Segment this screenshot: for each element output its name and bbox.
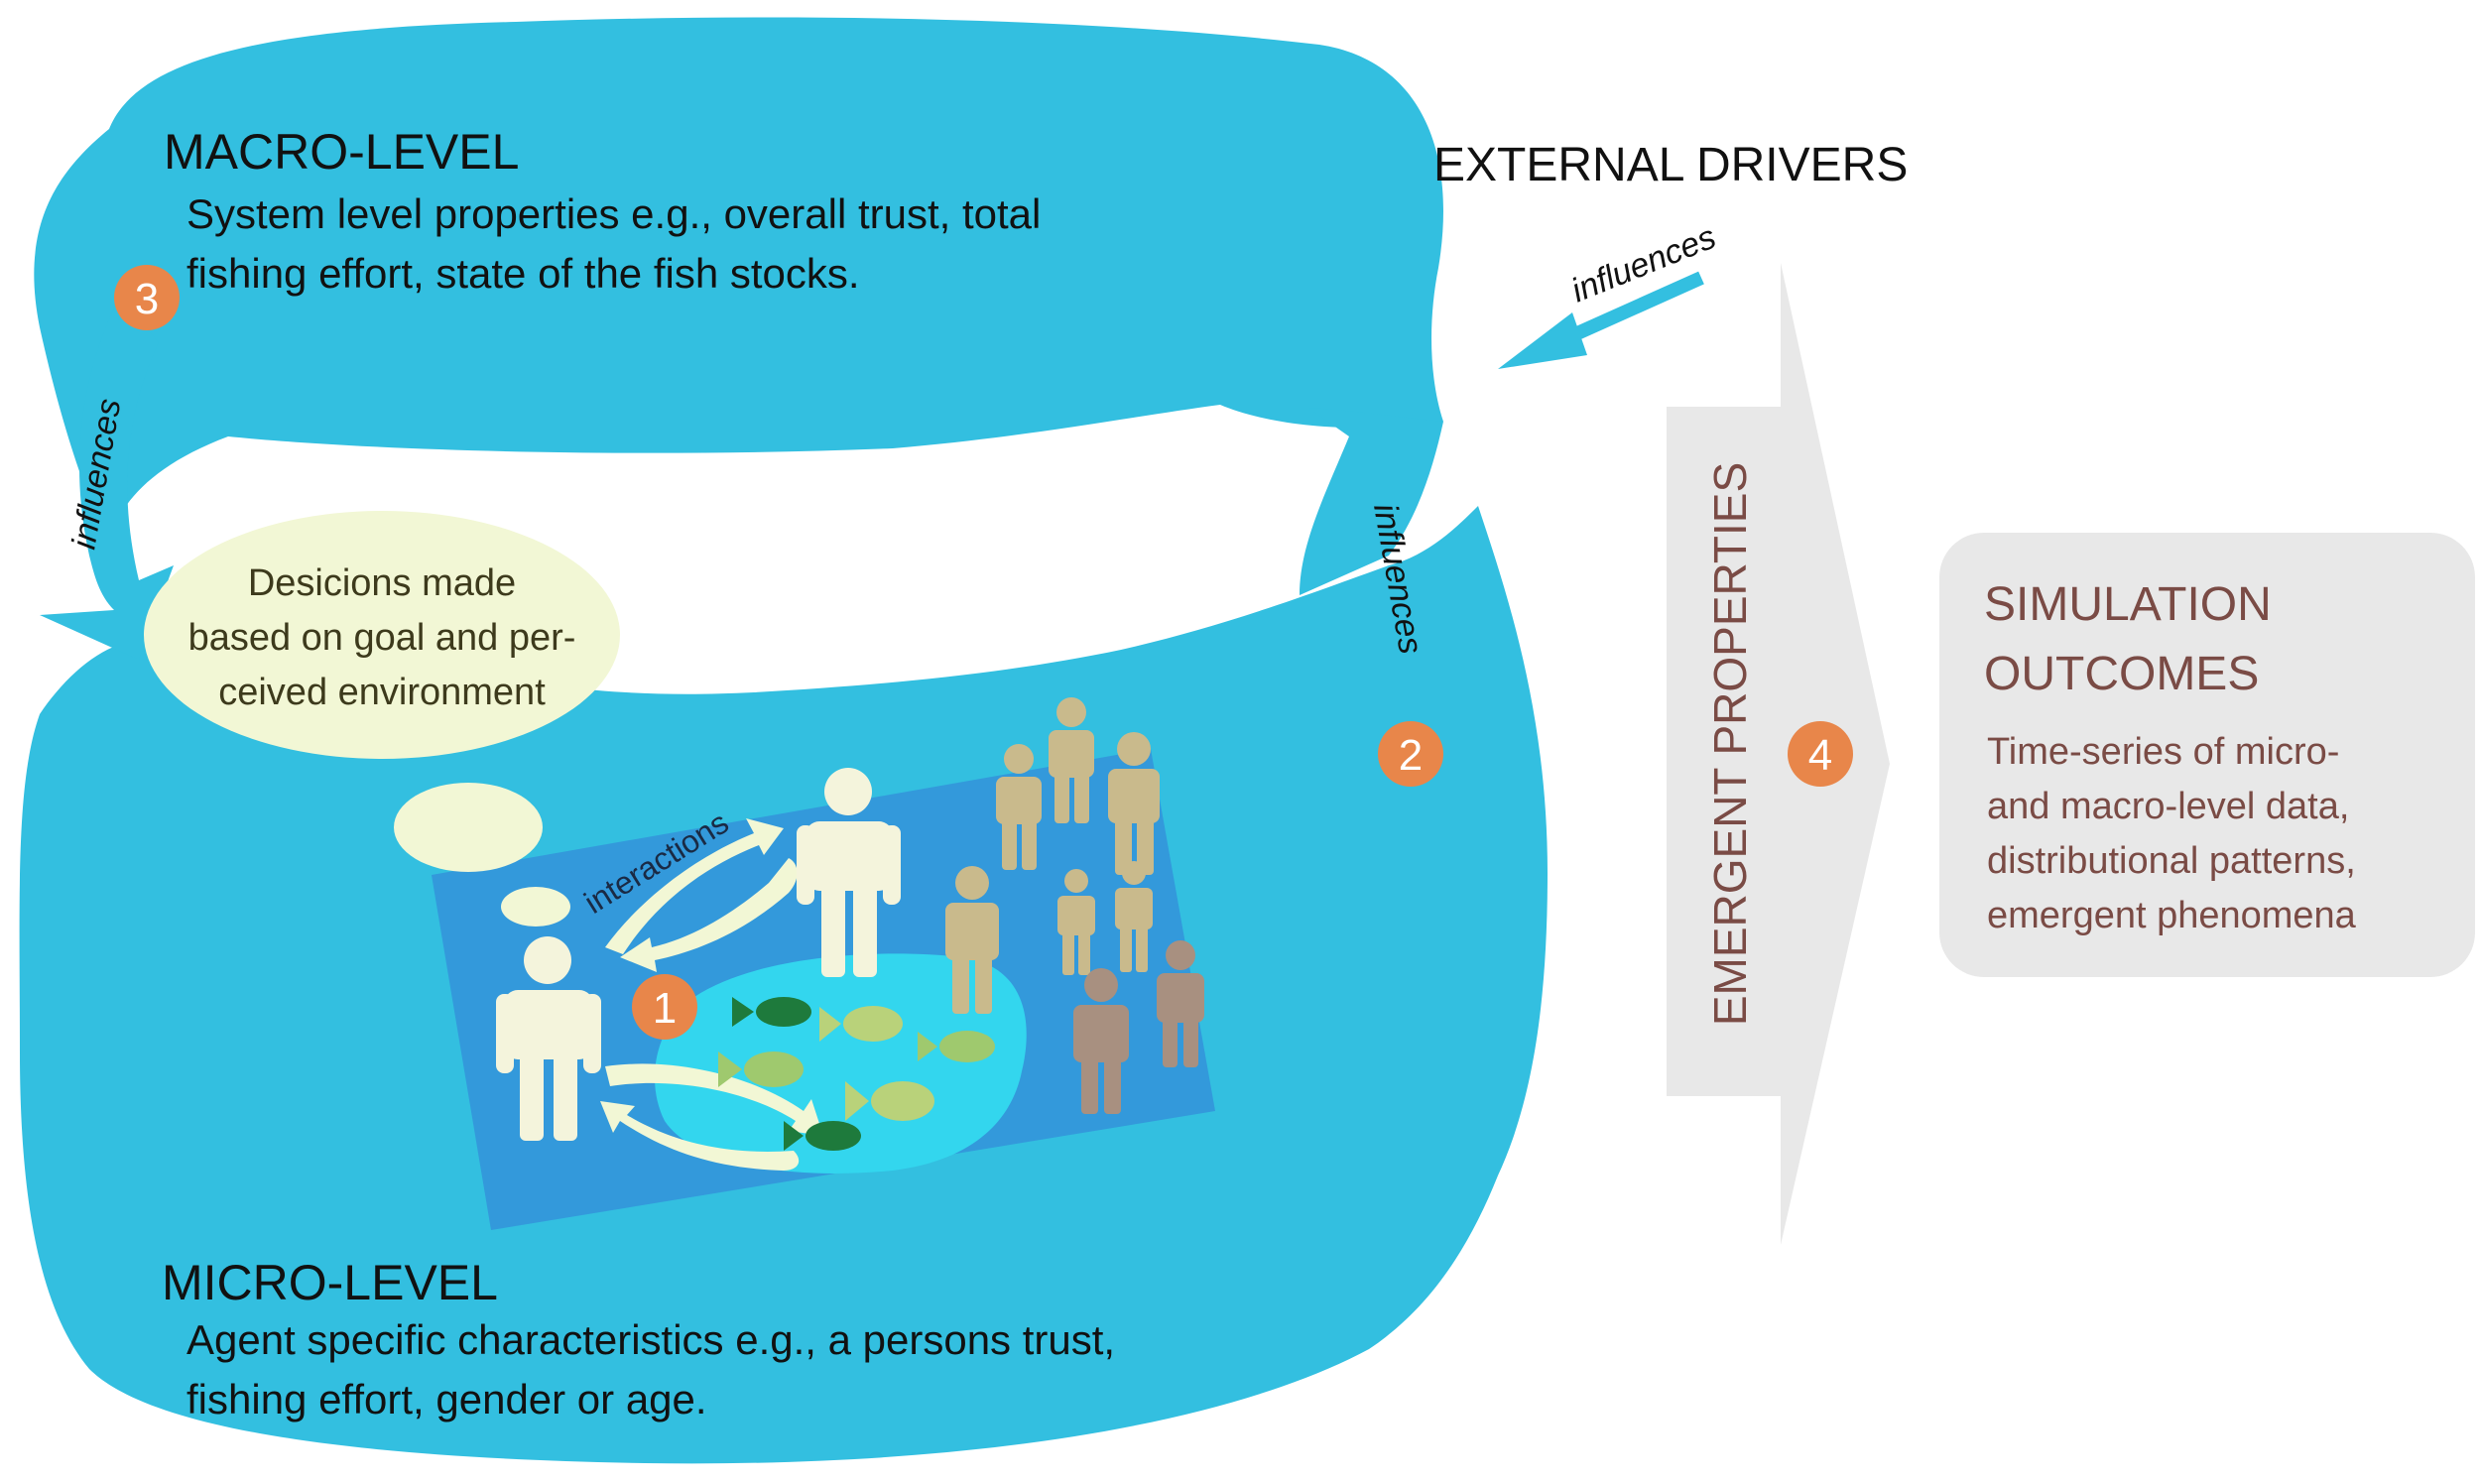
person-brown-1 <box>1073 968 1129 1114</box>
person-tan-1 <box>996 744 1042 870</box>
badge-2-label: 2 <box>1399 731 1423 780</box>
person-tan-4 <box>945 866 999 1014</box>
interaction-arrow-bottom-lower <box>600 1101 800 1171</box>
influences-arrow-left <box>40 298 174 660</box>
influences-arrow-right <box>1300 408 1443 595</box>
person-agent-other <box>797 768 901 977</box>
outcomes-title-line-2: OUTCOMES <box>1984 648 2259 700</box>
decisions-line-3: ceived environment <box>218 672 546 713</box>
fish-dark-2 <box>784 1121 861 1151</box>
macro-level-blob <box>34 17 1444 541</box>
decisions-line-2: based on goal and per- <box>188 617 576 659</box>
outcomes-line-1: Time-series of micro- <box>1987 731 2339 773</box>
micro-level-desc-line-2: fishing effort, gender or age. <box>186 1376 707 1422</box>
external-arrow-shaft <box>1554 271 1704 349</box>
emergent-properties-label: EMERGENT PROPERTIES <box>1704 462 1756 1026</box>
interaction-arrow-top-upper <box>605 818 784 954</box>
outcomes-line-4: emergent phenomena <box>1987 895 2357 936</box>
person-tan-5 <box>1057 869 1095 975</box>
thought-bubble-large <box>394 783 543 872</box>
person-tan-2 <box>1049 697 1094 823</box>
macro-level-desc-line-1: System level properties e.g., overall tr… <box>186 190 1041 237</box>
badge-1-label: 1 <box>653 984 677 1033</box>
person-tan-3 <box>1108 732 1160 875</box>
outcomes-line-2: and macro-level data, <box>1987 786 2349 827</box>
interaction-arrow-bottom-upper <box>605 1063 823 1136</box>
fish-light-1 <box>819 1006 903 1042</box>
badge-4-label: 4 <box>1808 731 1832 780</box>
person-brown-2 <box>1157 940 1204 1067</box>
macro-level-title: MACRO-LEVEL <box>164 124 519 180</box>
badge-3 <box>114 265 180 330</box>
fish-light-4 <box>845 1081 934 1121</box>
emergent-properties-arrow <box>1667 263 1890 1245</box>
external-drivers-title: EXTERNAL DRIVERS <box>1433 139 1908 191</box>
badge-3-label: 3 <box>135 275 159 323</box>
thought-bubble-small <box>501 887 570 927</box>
decisions-bubble <box>144 511 620 759</box>
fish-light-2 <box>718 1051 804 1087</box>
simulation-outcomes-box <box>1939 533 2475 977</box>
fish-light-3 <box>918 1031 995 1062</box>
badge-1 <box>632 974 697 1040</box>
person-agent-main <box>496 936 601 1141</box>
badge-2 <box>1378 721 1443 787</box>
interaction-arrow-top-lower <box>620 858 798 972</box>
macro-level-desc-line-2: fishing effort, state of the fish stocks… <box>186 250 860 297</box>
outcomes-title-line-1: SIMULATION <box>1984 578 2272 631</box>
external-arrow-head <box>1498 312 1587 369</box>
micro-level-desc-line-1: Agent specific characteristics e.g., a p… <box>186 1316 1115 1363</box>
badge-4 <box>1788 721 1853 787</box>
outcomes-line-3: distributional patterns, <box>1987 840 2356 882</box>
fish-dark-1 <box>732 997 811 1027</box>
decisions-line-1: Desicions made <box>248 562 516 604</box>
micro-level-title: MICRO-LEVEL <box>162 1255 498 1310</box>
person-tan-6 <box>1115 861 1153 972</box>
